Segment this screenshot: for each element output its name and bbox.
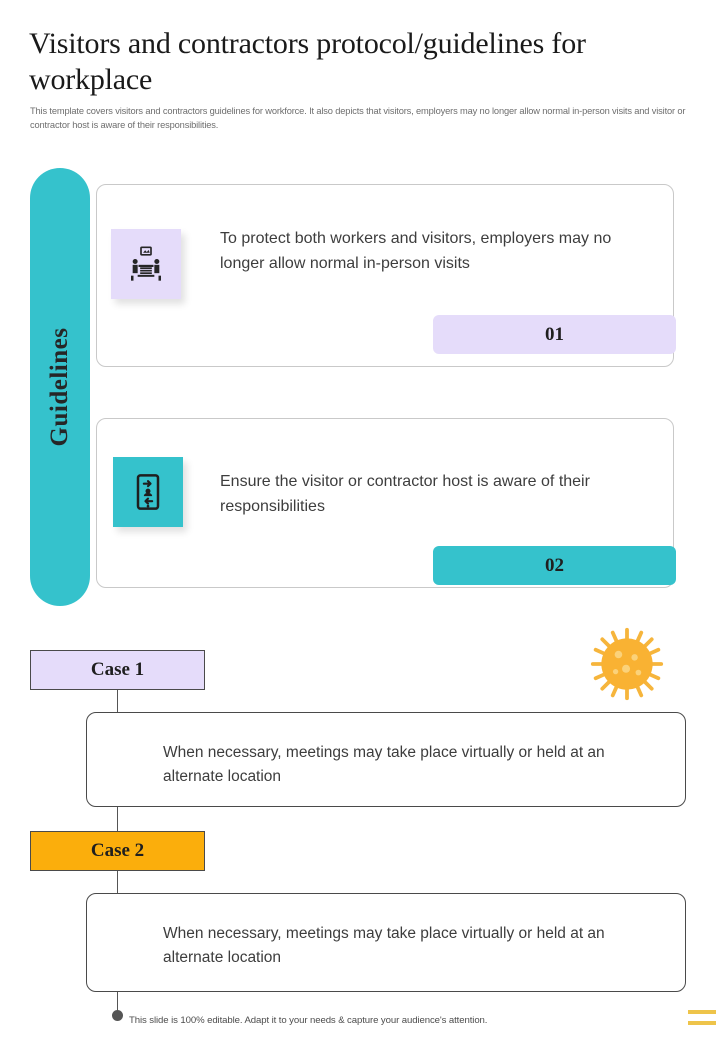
guideline-card-1-text: To protect both workers and visitors, em…: [220, 230, 612, 272]
footer-bar-bottom: [688, 1021, 716, 1025]
footer-decor-bars: [688, 1010, 716, 1032]
page-subtitle: This template covers visitors and contra…: [30, 106, 686, 130]
case-2-panel[interactable]: When necessary, meetings may take place …: [86, 893, 686, 992]
coronavirus-icon: [589, 626, 665, 702]
guidelines-tab: Guidelines: [30, 168, 90, 606]
case-1-text: When necessary, meetings may take place …: [163, 744, 605, 785]
case-1-panel[interactable]: When necessary, meetings may take place …: [86, 712, 686, 807]
guidelines-tab-label: Guidelines: [46, 327, 73, 447]
case-connector-dot: [112, 1010, 123, 1021]
guideline-card-2[interactable]: Ensure the visitor or contractor host is…: [96, 418, 676, 588]
case-1-label[interactable]: Case 1: [30, 650, 205, 690]
guideline-card-1-badge: 01: [433, 315, 676, 354]
guideline-card-2-badge: 02: [433, 546, 676, 585]
meeting-table-icon: [111, 229, 181, 299]
page-title: Visitors and contractors protocol/guidel…: [29, 27, 586, 96]
footer-note: This slide is 100% editable. Adapt it to…: [129, 1015, 488, 1026]
footer-bar-top: [688, 1010, 716, 1014]
case-2-label[interactable]: Case 2: [30, 831, 205, 871]
case-2-text: When necessary, meetings may take place …: [163, 925, 605, 966]
mobile-visitor-icon: [113, 457, 183, 527]
guideline-card-1[interactable]: To protect both workers and visitors, em…: [96, 184, 676, 367]
guideline-card-2-text: Ensure the visitor or contractor host is…: [220, 473, 590, 515]
